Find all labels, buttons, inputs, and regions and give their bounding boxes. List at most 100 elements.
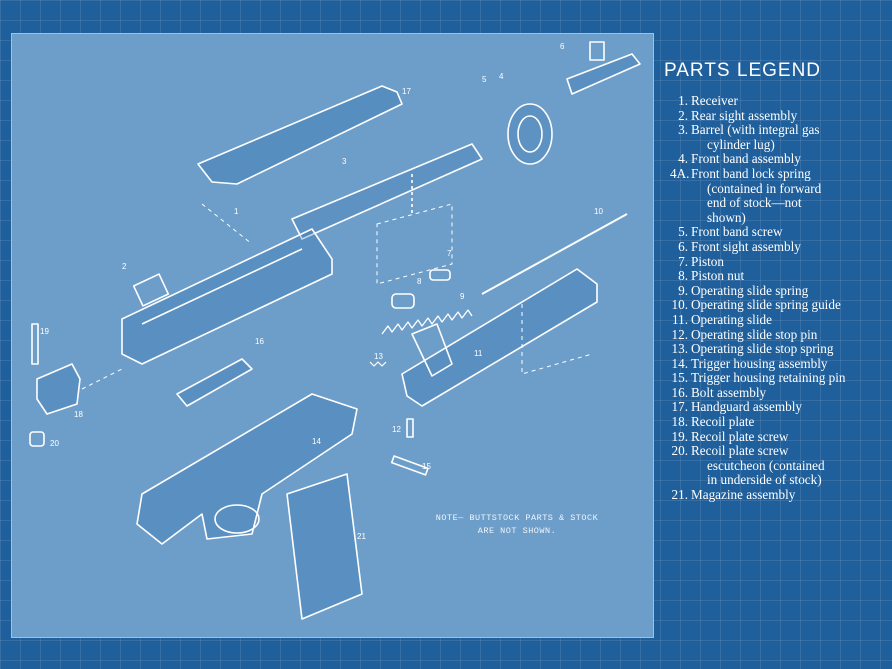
callout-7: 7 bbox=[447, 249, 452, 258]
legend-item: 2.Rear sight assembly bbox=[670, 107, 890, 124]
legend-item-text: Front band lock spring(contained in forw… bbox=[691, 166, 822, 225]
legend-item-label: Trigger housing retaining pin bbox=[691, 370, 846, 386]
legend-item-label: Operating slide stop spring bbox=[691, 341, 834, 357]
legend-item-number: 1. bbox=[678, 93, 688, 108]
legend-item-number: 9. bbox=[678, 282, 688, 298]
legend-item-text: Piston nut bbox=[691, 268, 744, 284]
legend-item-number: 10. bbox=[671, 297, 688, 313]
legend-item-label: Handguard assembly bbox=[691, 399, 802, 415]
slide-spring-part bbox=[381, 309, 473, 335]
legend-item-number: 18. bbox=[671, 414, 688, 430]
callout-19: 19 bbox=[40, 327, 49, 336]
exploded-view-drawing: 17 3 4 5 6 1 7 8 9 10 2 11 12 13 14 15 1… bbox=[29, 41, 641, 620]
legend-item: 1.Receiver bbox=[670, 93, 890, 109]
legend-item-text: Trigger housing retaining pin bbox=[691, 370, 846, 386]
legend-item-number: 5. bbox=[678, 224, 688, 240]
legend-item: 18.Recoil plate bbox=[670, 414, 890, 430]
diagram-note: NOTE— BUTTSTOCK PARTS & STOCK ARE NOT SH… bbox=[412, 512, 622, 538]
callout-20: 20 bbox=[50, 439, 59, 448]
legend-item-label: Operating slide bbox=[691, 311, 772, 327]
legend-item-label: Receiver bbox=[691, 93, 738, 108]
legend-title: PARTS LEGEND bbox=[664, 60, 822, 81]
legend-item-number: 7. bbox=[678, 253, 688, 269]
legend-item-continuation: escutcheon (contained in underside of st… bbox=[707, 457, 825, 488]
legend-item: 19.Recoil plate screw bbox=[670, 428, 890, 445]
legend-item: 9.Operating slide spring bbox=[670, 282, 890, 299]
legend-item-number: 16. bbox=[671, 384, 688, 400]
legend-item-text: Receiver bbox=[691, 93, 738, 109]
legend-item-continuation: cylinder lug) bbox=[707, 136, 775, 152]
legend-item-number: 14. bbox=[671, 355, 688, 371]
callout-21: 21 bbox=[357, 532, 366, 541]
exploded-diagram-panel: 17 3 4 5 6 1 7 8 9 10 2 11 12 13 14 15 1… bbox=[11, 33, 654, 638]
callout-17: 17 bbox=[402, 87, 411, 96]
trigger-housing-part bbox=[136, 393, 358, 545]
legend-item-label: Operating slide spring guide bbox=[691, 297, 841, 313]
legend-item: 5.Front band screw bbox=[670, 225, 890, 240]
front-band-part bbox=[507, 103, 553, 165]
callout-4: 4 bbox=[499, 72, 504, 81]
note-line-1: NOTE— BUTTSTOCK PARTS & STOCK bbox=[435, 513, 599, 523]
legend-item-label: Piston bbox=[691, 253, 724, 269]
legend-item: 17.Handguard assembly bbox=[670, 400, 890, 415]
operating-slide-handle bbox=[411, 323, 453, 377]
legend-item-label: Barrel (with integral gas bbox=[691, 122, 820, 138]
bolt-part bbox=[176, 358, 253, 407]
callout-13: 13 bbox=[374, 352, 383, 361]
legend-item: 7.Piston bbox=[670, 253, 890, 270]
legend-item-text: Rear sight assembly bbox=[691, 107, 798, 124]
legend-item-label: Rear sight assembly bbox=[691, 107, 798, 123]
legend-item-label: Recoil plate screw bbox=[691, 428, 789, 444]
callout-16: 16 bbox=[255, 337, 264, 346]
legend-item-number: 20. bbox=[671, 443, 688, 459]
legend-item: 4A.Front band lock spring(contained in f… bbox=[670, 166, 890, 225]
legend-item-text: Piston bbox=[691, 253, 724, 270]
escutcheon-part bbox=[29, 431, 45, 447]
legend-item-label: Recoil plate bbox=[691, 414, 755, 430]
retaining-pin-part bbox=[390, 455, 429, 476]
legend-item-label: Recoil plate screw bbox=[691, 443, 789, 459]
piston-part bbox=[429, 269, 451, 281]
legend-item: 14.Trigger housing assembly bbox=[670, 355, 890, 372]
legend-item-number: 15. bbox=[671, 370, 688, 386]
legend-item-text: Front band screw bbox=[691, 225, 783, 240]
trigger-guard bbox=[214, 504, 260, 534]
legend-item: 6.Front sight assembly bbox=[670, 238, 890, 255]
callout-11: 11 bbox=[474, 349, 483, 358]
legend-item-text: Operating slide stop pin bbox=[691, 326, 818, 343]
legend-item: 15.Trigger housing retaining pin bbox=[670, 370, 890, 386]
legend-item-label: Magazine assembly bbox=[691, 487, 796, 503]
legend-item-text: Recoil plate screw bbox=[691, 428, 789, 445]
legend-item-continuation: (contained in forward end of stock—not s… bbox=[707, 180, 822, 225]
legend-item-number: 19. bbox=[671, 428, 688, 444]
legend-item-text: Recoil plate bbox=[691, 414, 755, 430]
legend-item-text: Operating slide spring guide bbox=[691, 298, 841, 313]
legend-item: 13.Operating slide stop spring bbox=[670, 341, 890, 357]
legend-item-label: Operating slide stop pin bbox=[691, 326, 818, 342]
legend-item-label: Trigger housing assembly bbox=[691, 355, 828, 371]
rear-sight-part bbox=[132, 273, 170, 307]
spring-guide-part bbox=[481, 213, 628, 295]
receiver-part bbox=[121, 228, 333, 365]
legend-item-text: Operating slide stop spring bbox=[691, 341, 834, 357]
stop-spring-part bbox=[369, 361, 387, 367]
legend-item: 16.Bolt assembly bbox=[670, 384, 890, 401]
callout-1: 1 bbox=[234, 207, 239, 216]
legend-item-text: Front band assembly bbox=[691, 152, 801, 167]
handguard-part bbox=[197, 85, 403, 185]
legend-item-label: Front band screw bbox=[691, 224, 783, 240]
recoil-plate-screw-part bbox=[31, 323, 39, 365]
callout-10: 10 bbox=[594, 207, 603, 216]
callout-9: 9 bbox=[460, 292, 465, 301]
callout-12: 12 bbox=[392, 425, 401, 434]
legend-item: 10.Operating slide spring guide bbox=[670, 298, 890, 313]
front-sight-part bbox=[566, 53, 641, 95]
legend-item-text: Operating slide bbox=[691, 311, 772, 328]
legend-item-label: Front sight assembly bbox=[691, 238, 801, 254]
